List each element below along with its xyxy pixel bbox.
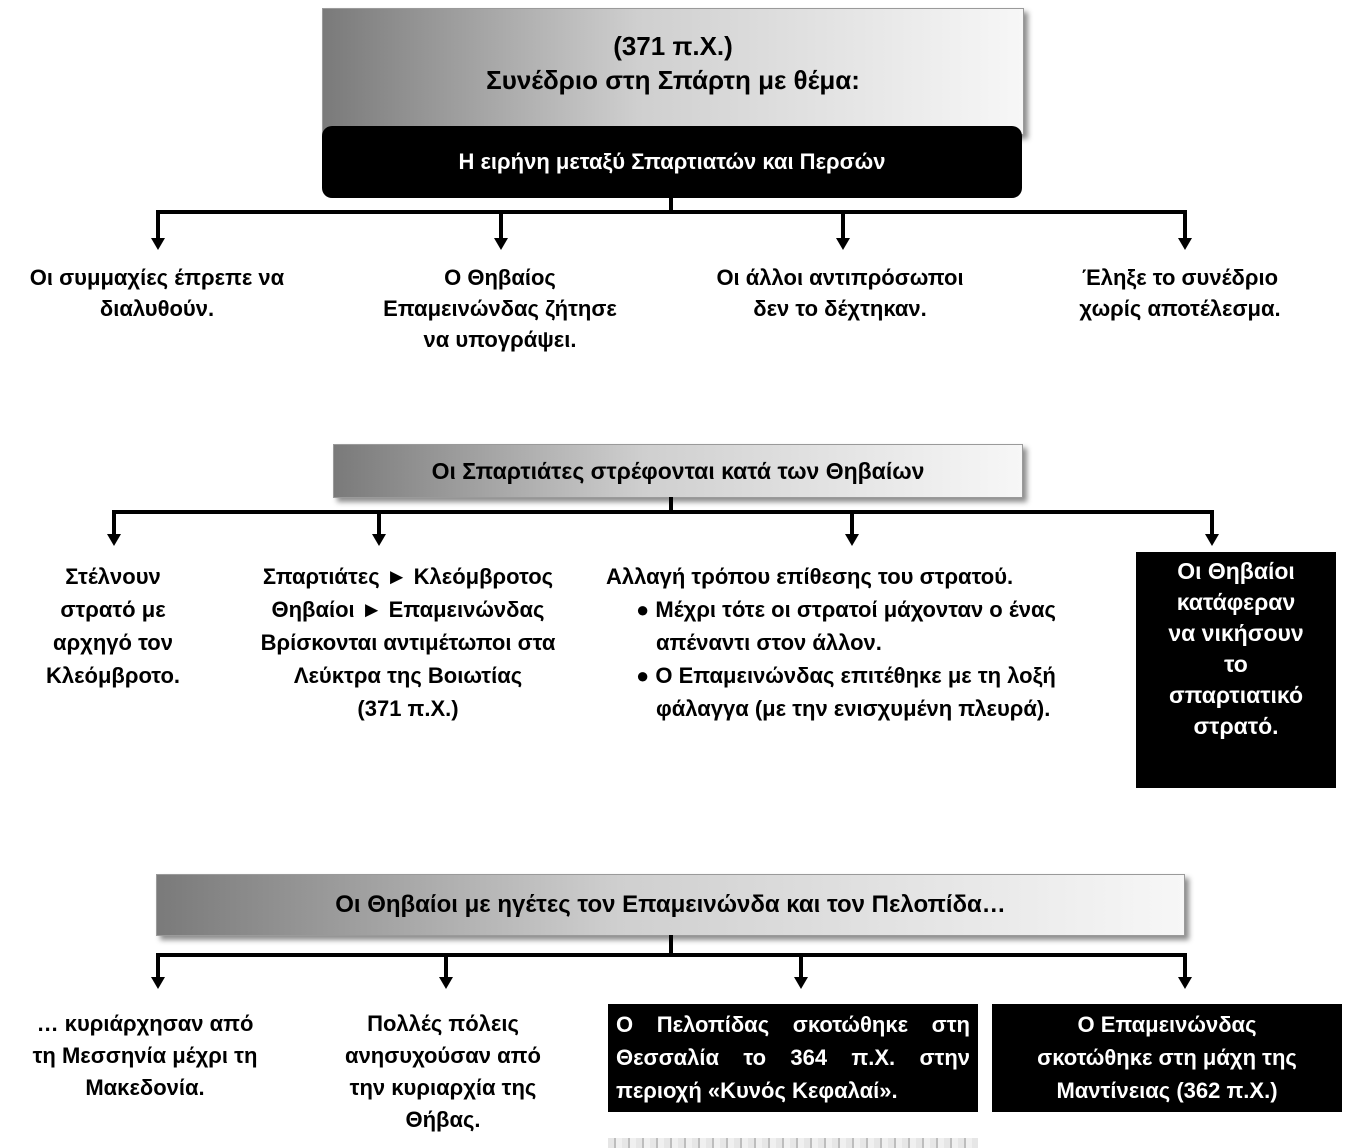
- arrow-down-icon: [794, 977, 808, 989]
- s1-item-epaminondas: Ο Θηβαίος Επαμεινώνδας ζήτησε να υπογράψ…: [383, 265, 617, 352]
- s1-item-representatives: Οι άλλοι αντιπρόσωποι δεν το δέχτηκαν.: [716, 265, 964, 321]
- s3-item-cities: Πολλές πόλεις ανησυχούσαν από την κυριαρ…: [345, 1011, 541, 1132]
- arrow-down-icon: [372, 534, 386, 546]
- s2-item-leuctra: Σπαρτιάτες ► Κλεόμβροτος Θηβαίοι ► Επαμε…: [260, 564, 556, 721]
- title-text: Συνέδριο στη Σπάρτη με θέμα:: [486, 65, 860, 95]
- arrow-down-icon: [1178, 238, 1192, 250]
- subtitle-text: Η ειρήνη μεταξύ Σπαρτιατών και Περσών: [458, 149, 886, 174]
- branch-line-2: [112, 510, 1214, 514]
- arrow-down-icon: [151, 977, 165, 989]
- s2-item-victory: Οι Θηβαίοι κατάφεραν να νικήσουν το σπαρ…: [1136, 552, 1336, 788]
- arrow-down-icon: [836, 238, 850, 250]
- s3-item-epaminondas-death: Ο Επαμεινώνδας σκοτώθηκε στη μάχη της Μα…: [992, 1004, 1342, 1112]
- connector-1: [669, 198, 673, 212]
- connector-3: [669, 935, 673, 955]
- tactics-bullet: ● Μέχρι τότε οι στρατοί μάχονταν ο ένας …: [636, 597, 1056, 655]
- arrow-down-icon: [107, 534, 121, 546]
- branch-line-3: [156, 953, 1187, 957]
- decorative-image-strip: [608, 1138, 978, 1148]
- connector-2: [669, 497, 673, 512]
- arrow-down-icon: [494, 238, 508, 250]
- s2-item-army: Στέλνουν στρατό με αρχηγό τον Κλεόμβροτο…: [45, 564, 181, 688]
- s1-item-result: Έληξε το συνέδριο χωρίς αποτέλεσμα.: [1079, 265, 1281, 321]
- section2-header: Οι Σπαρτιάτες στρέφονται κατά των Θηβαίω…: [333, 444, 1023, 498]
- section3-header: Οι Θηβαίοι με ηγέτες τον Επαμεινώνδα και…: [156, 874, 1185, 936]
- tactics-bullet: ● Ο Επαμεινώνδας επιτέθηκε με τη λοξή φά…: [636, 663, 1056, 721]
- s3-item-pelopidas: Ο Πελοπίδας σκοτώθηκε στη Θεσσαλία το 36…: [608, 1004, 978, 1112]
- s2-item-tactics: Αλλαγή τρόπου επίθεσης του στρατού. ● Μέ…: [606, 560, 1124, 725]
- s1-item-alliances: Οι συμμαχίες έπρεπε να διαλυθούν.: [29, 265, 285, 321]
- title-date: (371 π.Χ.): [613, 31, 733, 61]
- subtitle-bar: Η ειρήνη μεταξύ Σπαρτιατών και Περσών: [322, 126, 1022, 198]
- arrow-down-icon: [845, 534, 859, 546]
- arrow-down-icon: [151, 238, 165, 250]
- arrow-down-icon: [1205, 534, 1219, 546]
- title-box: (371 π.Χ.) Συνέδριο στη Σπάρτη με θέμα:: [322, 8, 1024, 135]
- arrow-down-icon: [439, 977, 453, 989]
- branch-line-1: [156, 210, 1187, 214]
- s3-item-dominance: … κυριάρχησαν από τη Μεσσηνία μέχρι τη Μ…: [32, 1011, 258, 1100]
- tactics-title: Αλλαγή τρόπου επίθεσης του στρατού.: [606, 564, 1014, 589]
- arrow-down-icon: [1178, 977, 1192, 989]
